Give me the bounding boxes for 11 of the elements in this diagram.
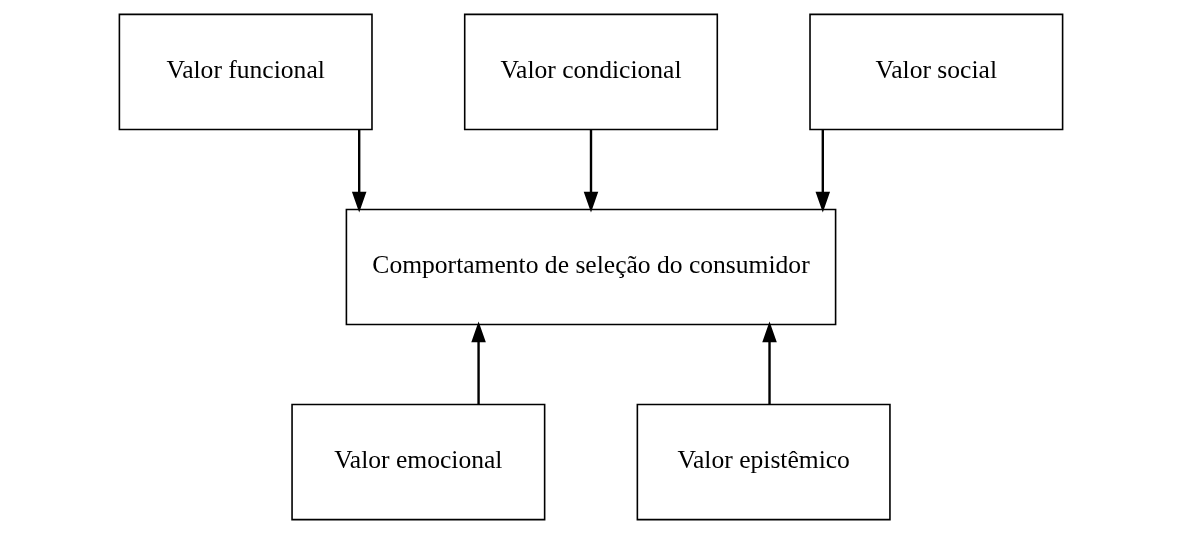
node-box: Valor epistêmico	[636, 403, 891, 521]
arrow	[583, 129, 599, 213]
arrow	[351, 129, 367, 213]
arrow	[762, 321, 777, 405]
arrow	[815, 129, 831, 213]
node-box: Comportamento de seleção do consumidor	[345, 208, 837, 326]
node-box: Valor social	[809, 13, 1064, 131]
arrow	[471, 321, 486, 405]
node-box: Valor condicional	[463, 13, 719, 131]
node-box: Valor funcional	[118, 13, 373, 131]
node-box: Valor emocional	[291, 403, 546, 521]
